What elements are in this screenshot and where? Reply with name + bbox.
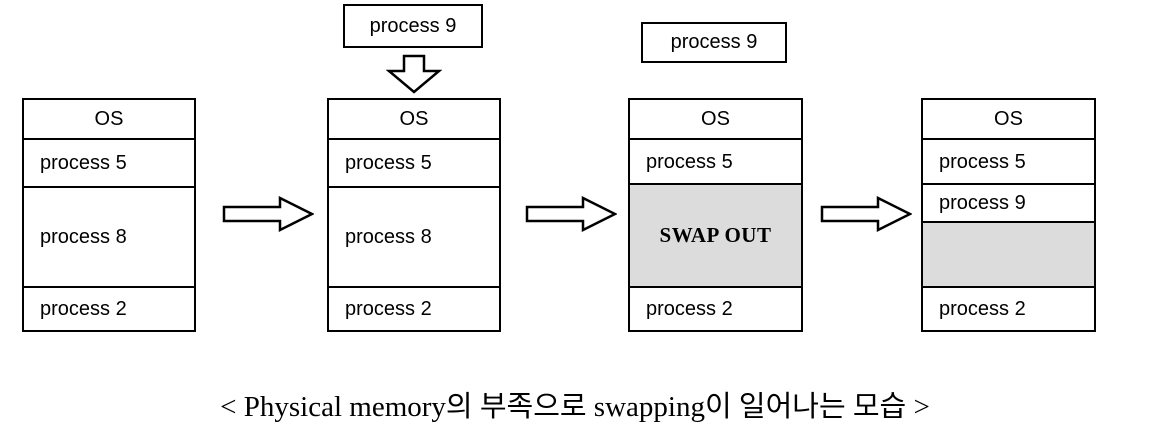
right-arrow-1 xyxy=(222,196,314,232)
down-arrow-1 xyxy=(386,54,442,94)
memory-row-process-5: process 5 xyxy=(24,140,194,188)
memory-row-process-5: process 5 xyxy=(630,140,801,185)
memory-row-os: OS xyxy=(24,100,194,140)
memory-row-process-2: process 2 xyxy=(923,288,1094,330)
memory-row-process-9: process 9 xyxy=(923,185,1094,223)
memory-row-process-2: process 2 xyxy=(24,288,194,330)
memory-block-stage-4: OS process 5 process 9 process 2 xyxy=(921,98,1096,332)
figure-caption: < Physical memory의 부족으로 swapping이 일어나는 모… xyxy=(220,391,930,423)
memory-block-stage-2: OS process 5 process 8 process 2 xyxy=(327,98,501,332)
right-arrow-2 xyxy=(525,196,617,232)
incoming-process-label-stage-3: process 9 xyxy=(641,22,787,63)
memory-row-os: OS xyxy=(923,100,1094,140)
incoming-process-label-stage-2: process 9 xyxy=(343,4,483,48)
right-arrow-3 xyxy=(820,196,912,232)
memory-row-os: OS xyxy=(630,100,801,140)
memory-row-process-5: process 5 xyxy=(923,140,1094,185)
memory-row-swap-out: SWAP OUT xyxy=(630,185,801,288)
memory-row-free-space xyxy=(923,223,1094,288)
memory-row-process-2: process 2 xyxy=(630,288,801,330)
memory-row-process-8: process 8 xyxy=(24,188,194,288)
memory-block-stage-3: OS process 5 SWAP OUT process 2 xyxy=(628,98,803,332)
memory-row-os: OS xyxy=(329,100,499,140)
memory-row-process-8: process 8 xyxy=(329,188,499,288)
memory-block-stage-1: OS process 5 process 8 process 2 xyxy=(22,98,196,332)
memory-row-process-2: process 2 xyxy=(329,288,499,330)
memory-row-process-5: process 5 xyxy=(329,140,499,188)
